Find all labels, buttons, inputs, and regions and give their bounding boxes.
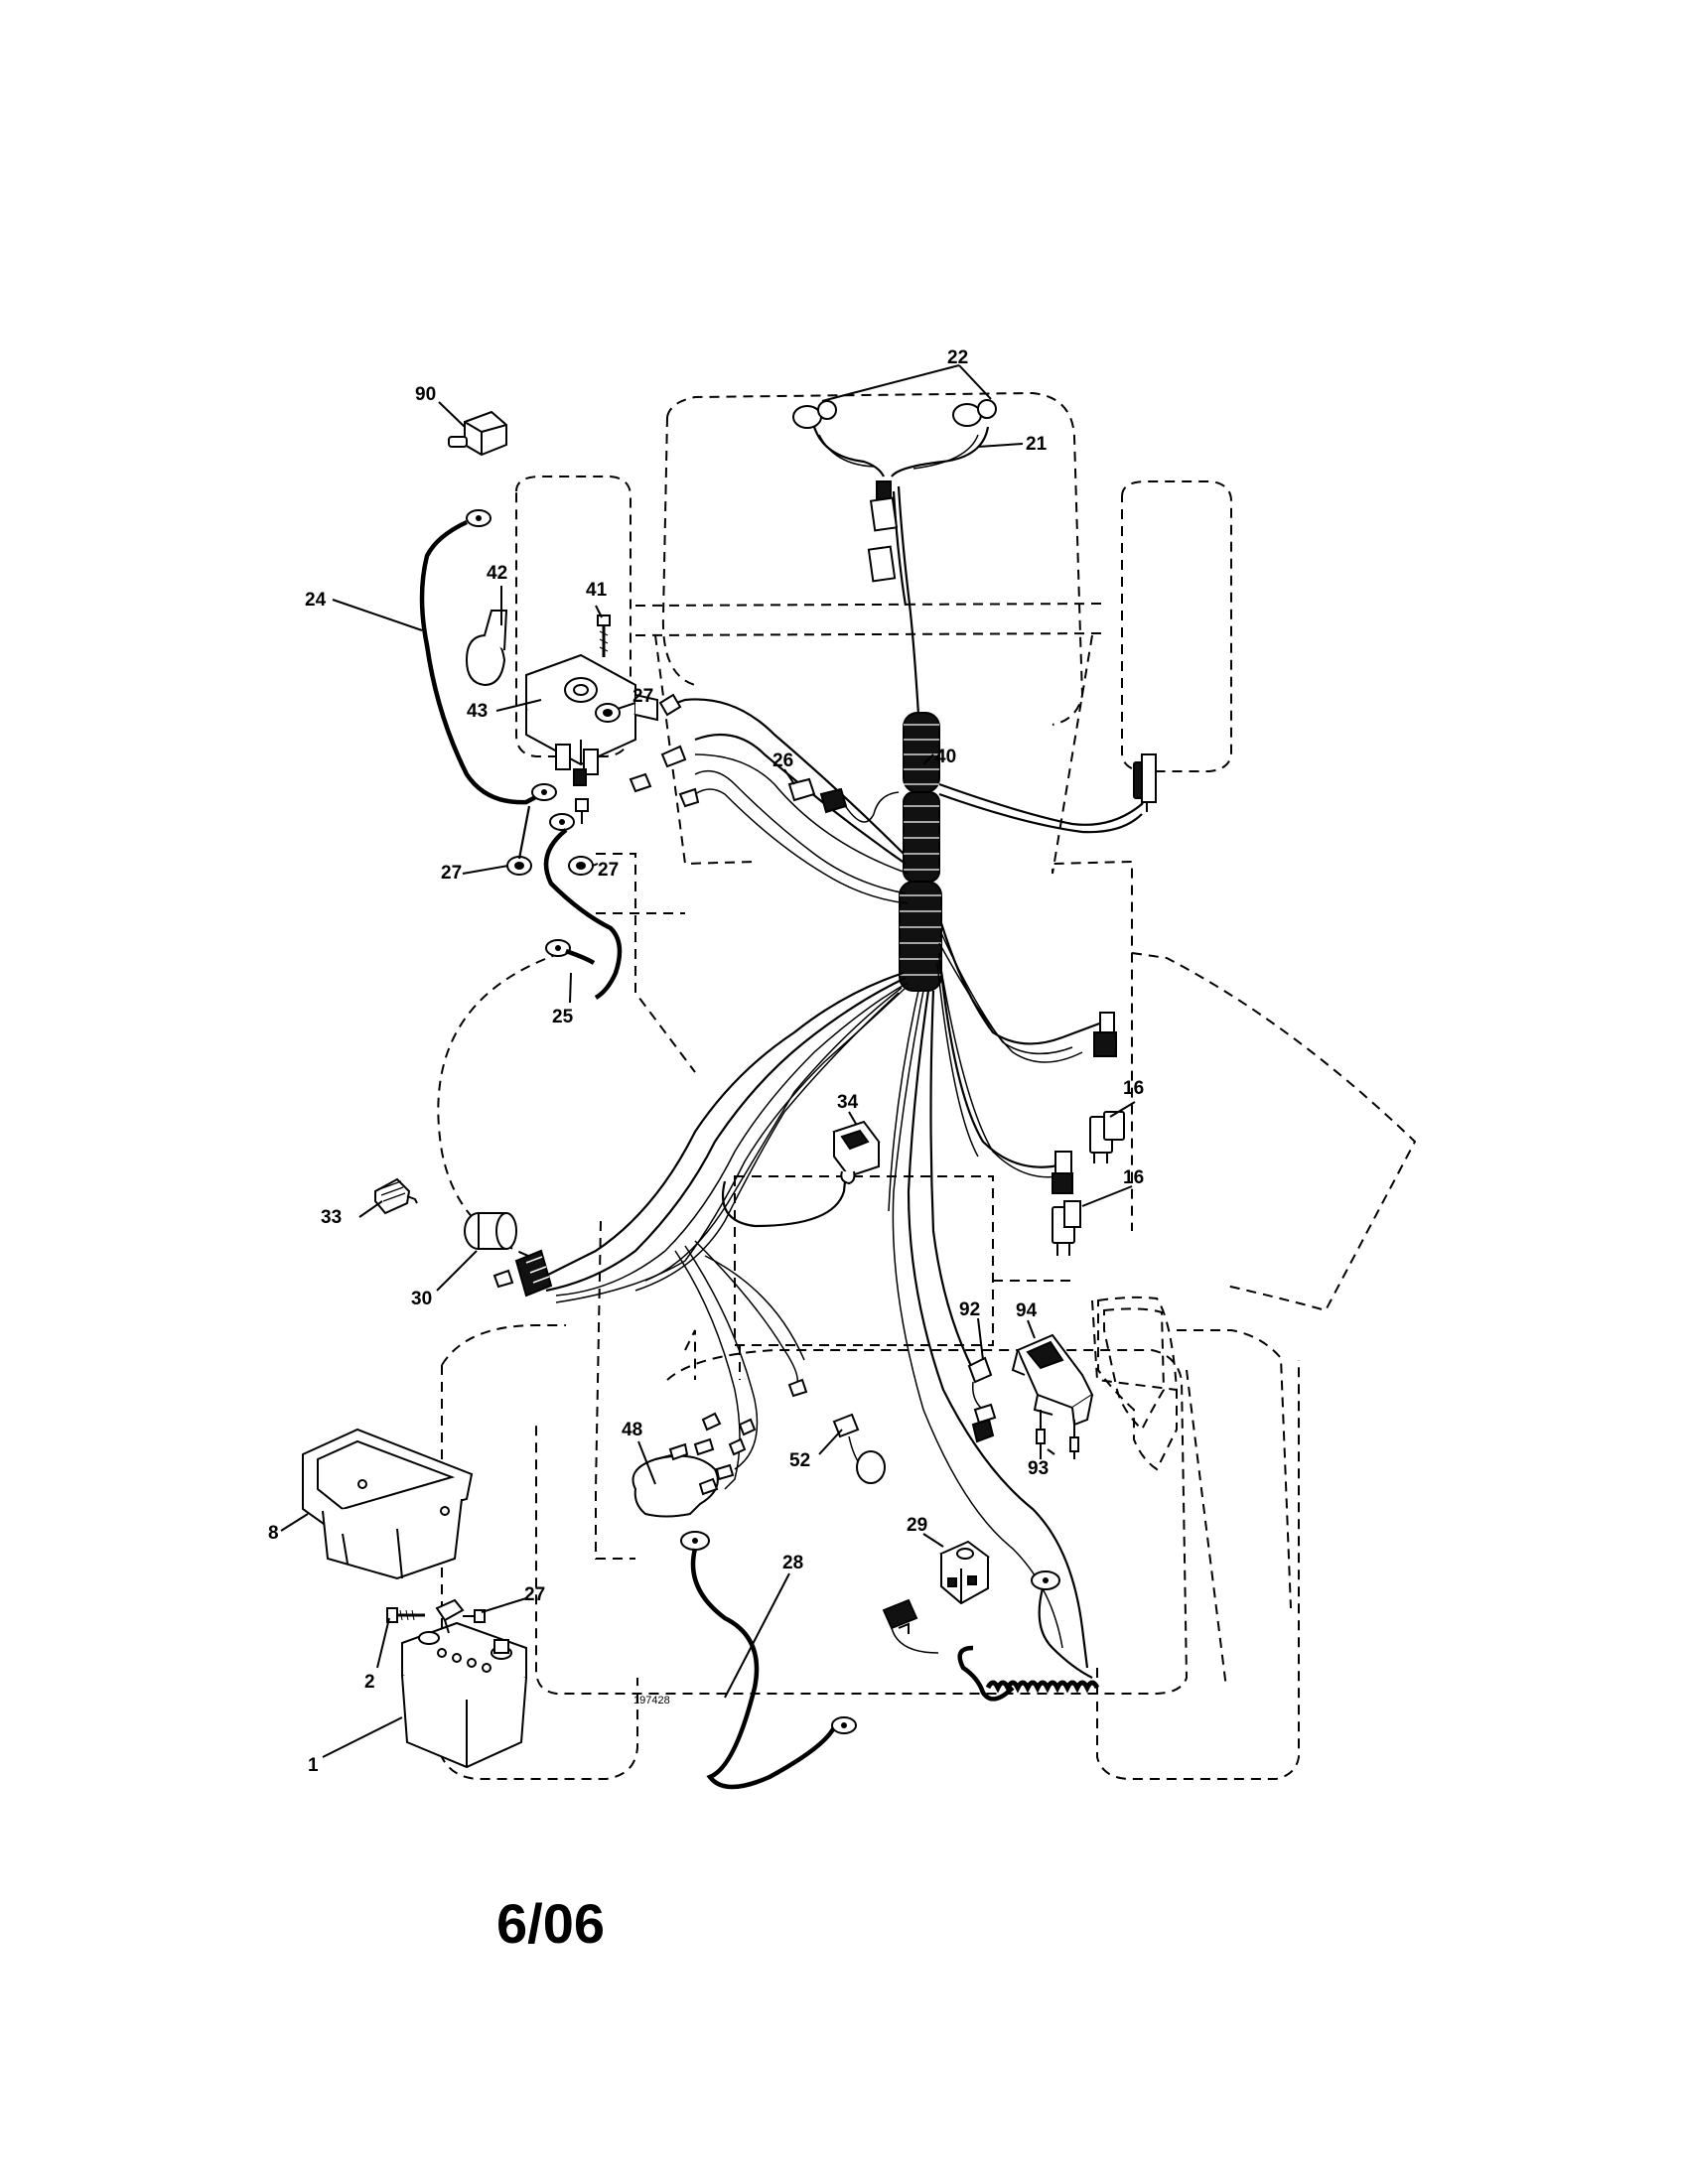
light-assembly-48 (632, 1437, 735, 1518)
callout-21: 21 (1026, 434, 1048, 455)
seat-switch-connector-lower (1052, 1151, 1073, 1194)
right-side-connector (1133, 753, 1157, 812)
starter-solenoid-43 (525, 653, 658, 786)
callout-28: 28 (782, 1553, 803, 1573)
callout-27-left: 27 (441, 863, 462, 884)
callout-27-upper: 27 (632, 686, 653, 707)
callout-48: 48 (622, 1420, 642, 1440)
cable-25 (517, 805, 623, 1000)
callout-94: 94 (1016, 1300, 1038, 1321)
part-52 (832, 1413, 886, 1484)
part-33-relay (374, 1177, 418, 1215)
callout-34: 34 (837, 1092, 859, 1113)
part-90-plug (448, 410, 507, 457)
part-42-boot (465, 610, 508, 687)
harness-sleeve-middle (903, 791, 940, 883)
headlight-socket (867, 545, 897, 583)
battery-tray-8 (302, 1428, 474, 1580)
part-41-bolt (597, 614, 611, 657)
callout-22: 22 (947, 347, 968, 368)
headlight-bulb-left (792, 400, 837, 429)
cable-28 (680, 1531, 857, 1790)
callout-16-lower: 16 (1123, 1167, 1144, 1188)
part-92-connector (967, 1356, 997, 1443)
callout-30: 30 (411, 1289, 432, 1309)
part-26-connector (787, 777, 900, 823)
callout-1: 1 (308, 1755, 319, 1776)
callout-27-right: 27 (598, 860, 619, 881)
headlight-plug (869, 496, 899, 532)
nut-27-left (506, 856, 532, 876)
battery-1 (401, 1621, 527, 1769)
solenoid-terminals (575, 693, 700, 824)
headlight-bulb-right (952, 399, 997, 427)
drawing-number: 197428 (633, 1695, 670, 1706)
callout-42: 42 (487, 563, 507, 584)
callout-40: 40 (935, 747, 956, 767)
callout-26: 26 (772, 751, 793, 771)
seat-switch-16-lower (1052, 1200, 1081, 1256)
pto-connector (882, 1598, 939, 1654)
callout-52: 52 (789, 1450, 810, 1471)
coiled-cord (957, 1570, 1100, 1702)
pto-switch-29 (939, 1540, 990, 1605)
rocker-switch-34 (832, 1120, 881, 1185)
bolt-2 (386, 1607, 425, 1623)
ignition-switch-30 (464, 1212, 553, 1297)
connectors-48-area (701, 1378, 808, 1456)
battery-terminal-clamp (435, 1598, 465, 1634)
harness-sleeve-lower (899, 881, 942, 992)
callout-33: 33 (321, 1207, 342, 1228)
headlight-harness (812, 426, 990, 583)
callout-27-battery: 27 (524, 1584, 545, 1605)
callout-29: 29 (907, 1515, 927, 1536)
leader-lines (280, 364, 1136, 1758)
nut-27-right (568, 856, 594, 876)
main-wiring-harness (535, 485, 1148, 1669)
callout-41: 41 (586, 580, 608, 601)
callout-2: 2 (364, 1672, 375, 1693)
page-date-label: 6/06 (496, 1892, 605, 1955)
callout-90: 90 (415, 384, 436, 405)
callout-43: 43 (467, 701, 488, 722)
part-93-screws (1036, 1410, 1079, 1459)
seat-switch-connector-upper (1093, 1012, 1117, 1057)
callout-16-upper: 16 (1123, 1078, 1144, 1099)
callout-92: 92 (959, 1299, 980, 1320)
seat-switch-16-upper (1089, 1111, 1125, 1163)
part-94-switch (1011, 1333, 1094, 1427)
callout-24: 24 (305, 590, 327, 611)
nut-27-upper (595, 703, 621, 723)
callout-8: 8 (268, 1523, 279, 1544)
harness-sleeve-upper (903, 712, 940, 793)
tractor-outline (437, 391, 1417, 1780)
nut-27-battery (463, 1609, 486, 1623)
battery-cable-24 (419, 509, 557, 805)
callout-labels: 22 21 90 24 42 41 43 27 26 40 27 27 25 3… (268, 347, 1144, 1776)
callout-93: 93 (1028, 1458, 1049, 1479)
callout-25: 25 (552, 1007, 574, 1027)
